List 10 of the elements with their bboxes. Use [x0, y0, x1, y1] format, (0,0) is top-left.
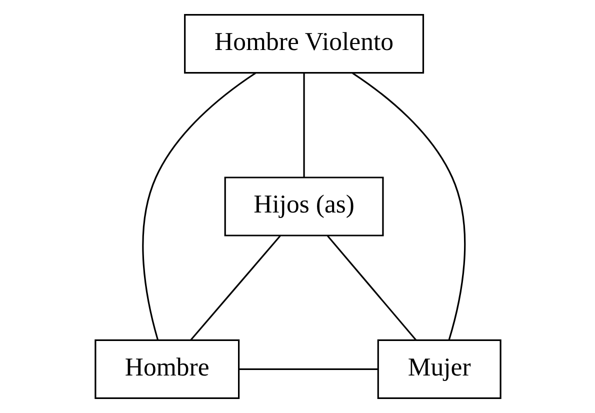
node-box: Mujer	[376, 339, 501, 399]
node-box: Hombre	[94, 339, 240, 399]
node-box: Hombre Violento	[184, 14, 424, 74]
connector	[326, 235, 416, 341]
connector	[190, 235, 280, 341]
connector	[238, 368, 377, 370]
node-box: Hijos (as)	[224, 176, 384, 236]
connector	[302, 73, 304, 178]
connector	[142, 72, 256, 340]
connector	[352, 72, 466, 340]
